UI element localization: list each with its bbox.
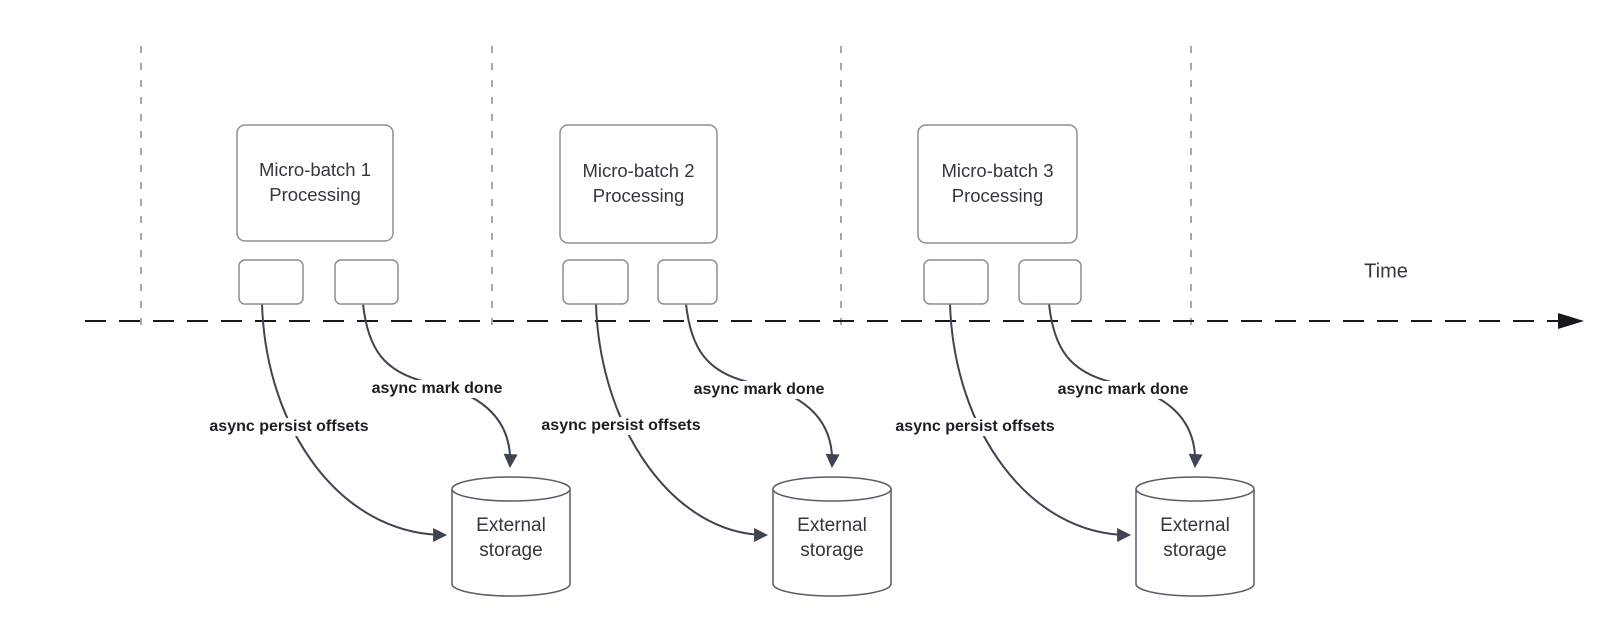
- mark-done-label-3: async mark done: [1054, 381, 1192, 399]
- batch-2-right-task-box: [657, 259, 718, 305]
- micro-batch-3-label: Micro-batch 3 Processing: [941, 160, 1054, 206]
- micro-batch-2-label: Micro-batch 2 Processing: [582, 160, 695, 206]
- external-storage-label-2: External storage: [797, 514, 867, 561]
- persist-offsets-arrow-2: [595, 303, 769, 542]
- mark-done-label-2: async mark done: [690, 381, 828, 399]
- micro-batch-1-label: Micro-batch 1 Processing: [258, 159, 372, 205]
- persist-offsets-label-1: async persist offsets: [206, 418, 372, 436]
- time-axis-label: Time: [1364, 260, 1408, 283]
- persist-offsets-label-3: async persist offsets: [892, 418, 1058, 436]
- batch-2-left-task-box: [562, 259, 629, 305]
- persist-offsets-arrow-3: [949, 303, 1132, 542]
- external-storage-cylinder-3: [1135, 476, 1255, 597]
- micro-batch-1-box: [236, 124, 394, 242]
- external-storage-label-3: External storage: [1160, 514, 1230, 561]
- external-storage-cylinder-2: [772, 476, 892, 597]
- persist-offsets-label-2: async persist offsets: [538, 417, 704, 435]
- external-storage-cylinder-1: [451, 476, 571, 597]
- micro-batch-2-box: [559, 124, 718, 244]
- persist-offsets-arrow-1: [261, 303, 448, 542]
- batch-3-right-task-box: [1018, 259, 1082, 305]
- mark-done-label-1: async mark done: [368, 380, 506, 398]
- batch-1-left-task-box: [238, 259, 304, 305]
- batch-1-right-task-box: [334, 259, 399, 305]
- time-axis-arrowhead-icon: [1558, 313, 1584, 329]
- micro-batch-3-box: [917, 124, 1078, 244]
- external-storage-label-1: External storage: [476, 514, 546, 561]
- batch-3-left-task-box: [923, 259, 989, 305]
